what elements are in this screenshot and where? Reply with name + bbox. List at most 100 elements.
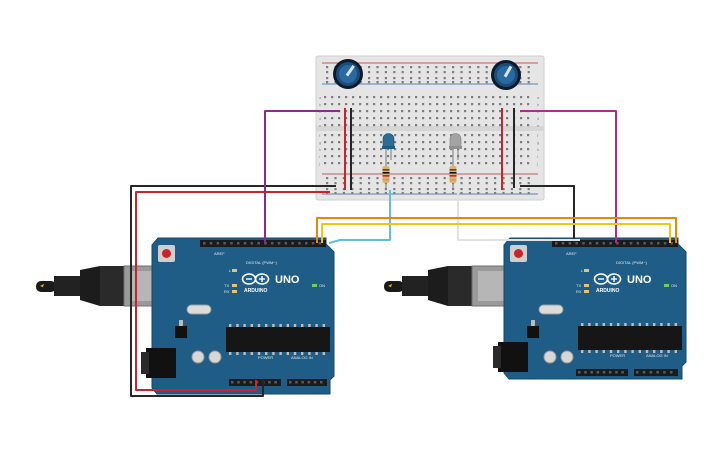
breadboard-hole[interactable] bbox=[499, 103, 502, 106]
breadboard-hole[interactable] bbox=[368, 188, 371, 191]
breadboard-hole[interactable] bbox=[418, 182, 421, 185]
breadboard-hole[interactable] bbox=[429, 103, 432, 106]
header-pin[interactable] bbox=[670, 242, 674, 245]
breadboard-hole[interactable] bbox=[352, 134, 355, 137]
breadboard-hole[interactable] bbox=[492, 110, 495, 113]
breadboard-hole[interactable] bbox=[401, 141, 404, 144]
breadboard-hole[interactable] bbox=[376, 66, 379, 69]
breadboard-hole[interactable] bbox=[422, 96, 425, 99]
breadboard-hole[interactable] bbox=[345, 141, 348, 144]
header-pin[interactable] bbox=[271, 242, 274, 245]
breadboard-hole[interactable] bbox=[485, 103, 488, 106]
breadboard-hole[interactable] bbox=[418, 81, 421, 84]
breadboard-hole[interactable] bbox=[499, 134, 502, 137]
breadboard-hole[interactable] bbox=[502, 188, 505, 191]
breadboard-hole[interactable] bbox=[352, 117, 355, 120]
header-pin[interactable] bbox=[257, 242, 260, 245]
header-pin[interactable] bbox=[295, 381, 298, 384]
breadboard-hole[interactable] bbox=[485, 71, 488, 74]
breadboard-hole[interactable] bbox=[464, 103, 467, 106]
breadboard-hole[interactable] bbox=[418, 71, 421, 74]
breadboard-hole[interactable] bbox=[338, 134, 341, 137]
breadboard-hole[interactable] bbox=[422, 117, 425, 120]
breadboard-hole[interactable] bbox=[410, 66, 413, 69]
breadboard-hole[interactable] bbox=[401, 124, 404, 127]
breadboard-hole[interactable] bbox=[506, 117, 509, 120]
breadboard-hole[interactable] bbox=[460, 71, 463, 74]
breadboard-hole[interactable] bbox=[477, 81, 480, 84]
header-pin[interactable] bbox=[243, 381, 246, 384]
breadboard-hole[interactable] bbox=[326, 192, 329, 195]
breadboard-hole[interactable] bbox=[394, 96, 397, 99]
breadboard-hole[interactable] bbox=[394, 155, 397, 158]
breadboard-hole[interactable] bbox=[527, 148, 530, 151]
breadboard-hole[interactable] bbox=[324, 117, 327, 120]
wire-magenta-right[interactable] bbox=[520, 110, 617, 243]
breadboard-hole[interactable] bbox=[384, 71, 387, 74]
breadboard-hole[interactable] bbox=[359, 177, 362, 180]
breadboard-hole[interactable] bbox=[457, 124, 460, 127]
breadboard-hole[interactable] bbox=[368, 66, 371, 69]
breadboard-hole[interactable] bbox=[478, 134, 481, 137]
breadboard-hole[interactable] bbox=[331, 96, 334, 99]
breadboard-hole[interactable] bbox=[418, 66, 421, 69]
breadboard-hole[interactable] bbox=[331, 148, 334, 151]
header-pin[interactable] bbox=[615, 371, 618, 374]
breadboard-hole[interactable] bbox=[359, 117, 362, 120]
header-pin[interactable] bbox=[284, 242, 288, 245]
header-pin[interactable] bbox=[589, 242, 592, 245]
breadboard-hole[interactable] bbox=[443, 188, 446, 191]
wire-orange-serial[interactable] bbox=[316, 217, 677, 243]
breadboard-hole[interactable] bbox=[366, 141, 369, 144]
breadboard-hole[interactable] bbox=[426, 66, 429, 69]
breadboard-hole[interactable] bbox=[359, 162, 362, 165]
breadboard-hole[interactable] bbox=[345, 103, 348, 106]
breadboard-hole[interactable] bbox=[366, 110, 369, 113]
breadboard-hole[interactable] bbox=[418, 188, 421, 191]
breadboard-hole[interactable] bbox=[429, 155, 432, 158]
breadboard-hole[interactable] bbox=[520, 162, 523, 165]
breadboard-hole[interactable] bbox=[464, 134, 467, 137]
breadboard-hole[interactable] bbox=[443, 71, 446, 74]
breadboard-hole[interactable] bbox=[380, 162, 383, 165]
header-pin[interactable] bbox=[318, 242, 322, 245]
potentiometer-left[interactable] bbox=[333, 59, 363, 89]
header-pin[interactable] bbox=[623, 242, 626, 245]
header-pin[interactable] bbox=[307, 381, 311, 384]
breadboard-hole[interactable] bbox=[422, 155, 425, 158]
breadboard-hole[interactable] bbox=[387, 162, 390, 165]
breadboard-hole[interactable] bbox=[380, 141, 383, 144]
breadboard-hole[interactable] bbox=[359, 182, 362, 185]
breadboard-hole[interactable] bbox=[443, 192, 446, 195]
breadboard-hole[interactable] bbox=[408, 162, 411, 165]
breadboard-hole[interactable] bbox=[387, 117, 390, 120]
breadboard-hole[interactable] bbox=[373, 141, 376, 144]
breadboard-hole[interactable] bbox=[352, 96, 355, 99]
breadboard-hole[interactable] bbox=[477, 192, 480, 195]
breadboard-hole[interactable] bbox=[502, 192, 505, 195]
breadboard-hole[interactable] bbox=[326, 81, 329, 84]
breadboard-hole[interactable] bbox=[401, 96, 404, 99]
breadboard-hole[interactable] bbox=[436, 155, 439, 158]
breadboard-hole[interactable] bbox=[485, 77, 488, 80]
breadboard-hole[interactable] bbox=[477, 177, 480, 180]
breadboard-hole[interactable] bbox=[380, 134, 383, 137]
breadboard-hole[interactable] bbox=[485, 81, 488, 84]
breadboard-hole[interactable] bbox=[450, 148, 453, 151]
breadboard-hole[interactable] bbox=[471, 117, 474, 120]
breadboard-hole[interactable] bbox=[452, 81, 455, 84]
breadboard-hole[interactable] bbox=[331, 155, 334, 158]
breadboard-hole[interactable] bbox=[436, 103, 439, 106]
breadboard-hole[interactable] bbox=[429, 141, 432, 144]
breadboard-hole[interactable] bbox=[368, 182, 371, 185]
breadboard-hole[interactable] bbox=[471, 110, 474, 113]
breadboard-hole[interactable] bbox=[492, 134, 495, 137]
breadboard-hole[interactable] bbox=[435, 177, 438, 180]
breadboard-hole[interactable] bbox=[443, 103, 446, 106]
breadboard-hole[interactable] bbox=[499, 96, 502, 99]
breadboard-hole[interactable] bbox=[359, 124, 362, 127]
breadboard-hole[interactable] bbox=[401, 103, 404, 106]
breadboard-hole[interactable] bbox=[422, 148, 425, 151]
breadboard-hole[interactable] bbox=[373, 103, 376, 106]
breadboard-hole[interactable] bbox=[368, 77, 371, 80]
